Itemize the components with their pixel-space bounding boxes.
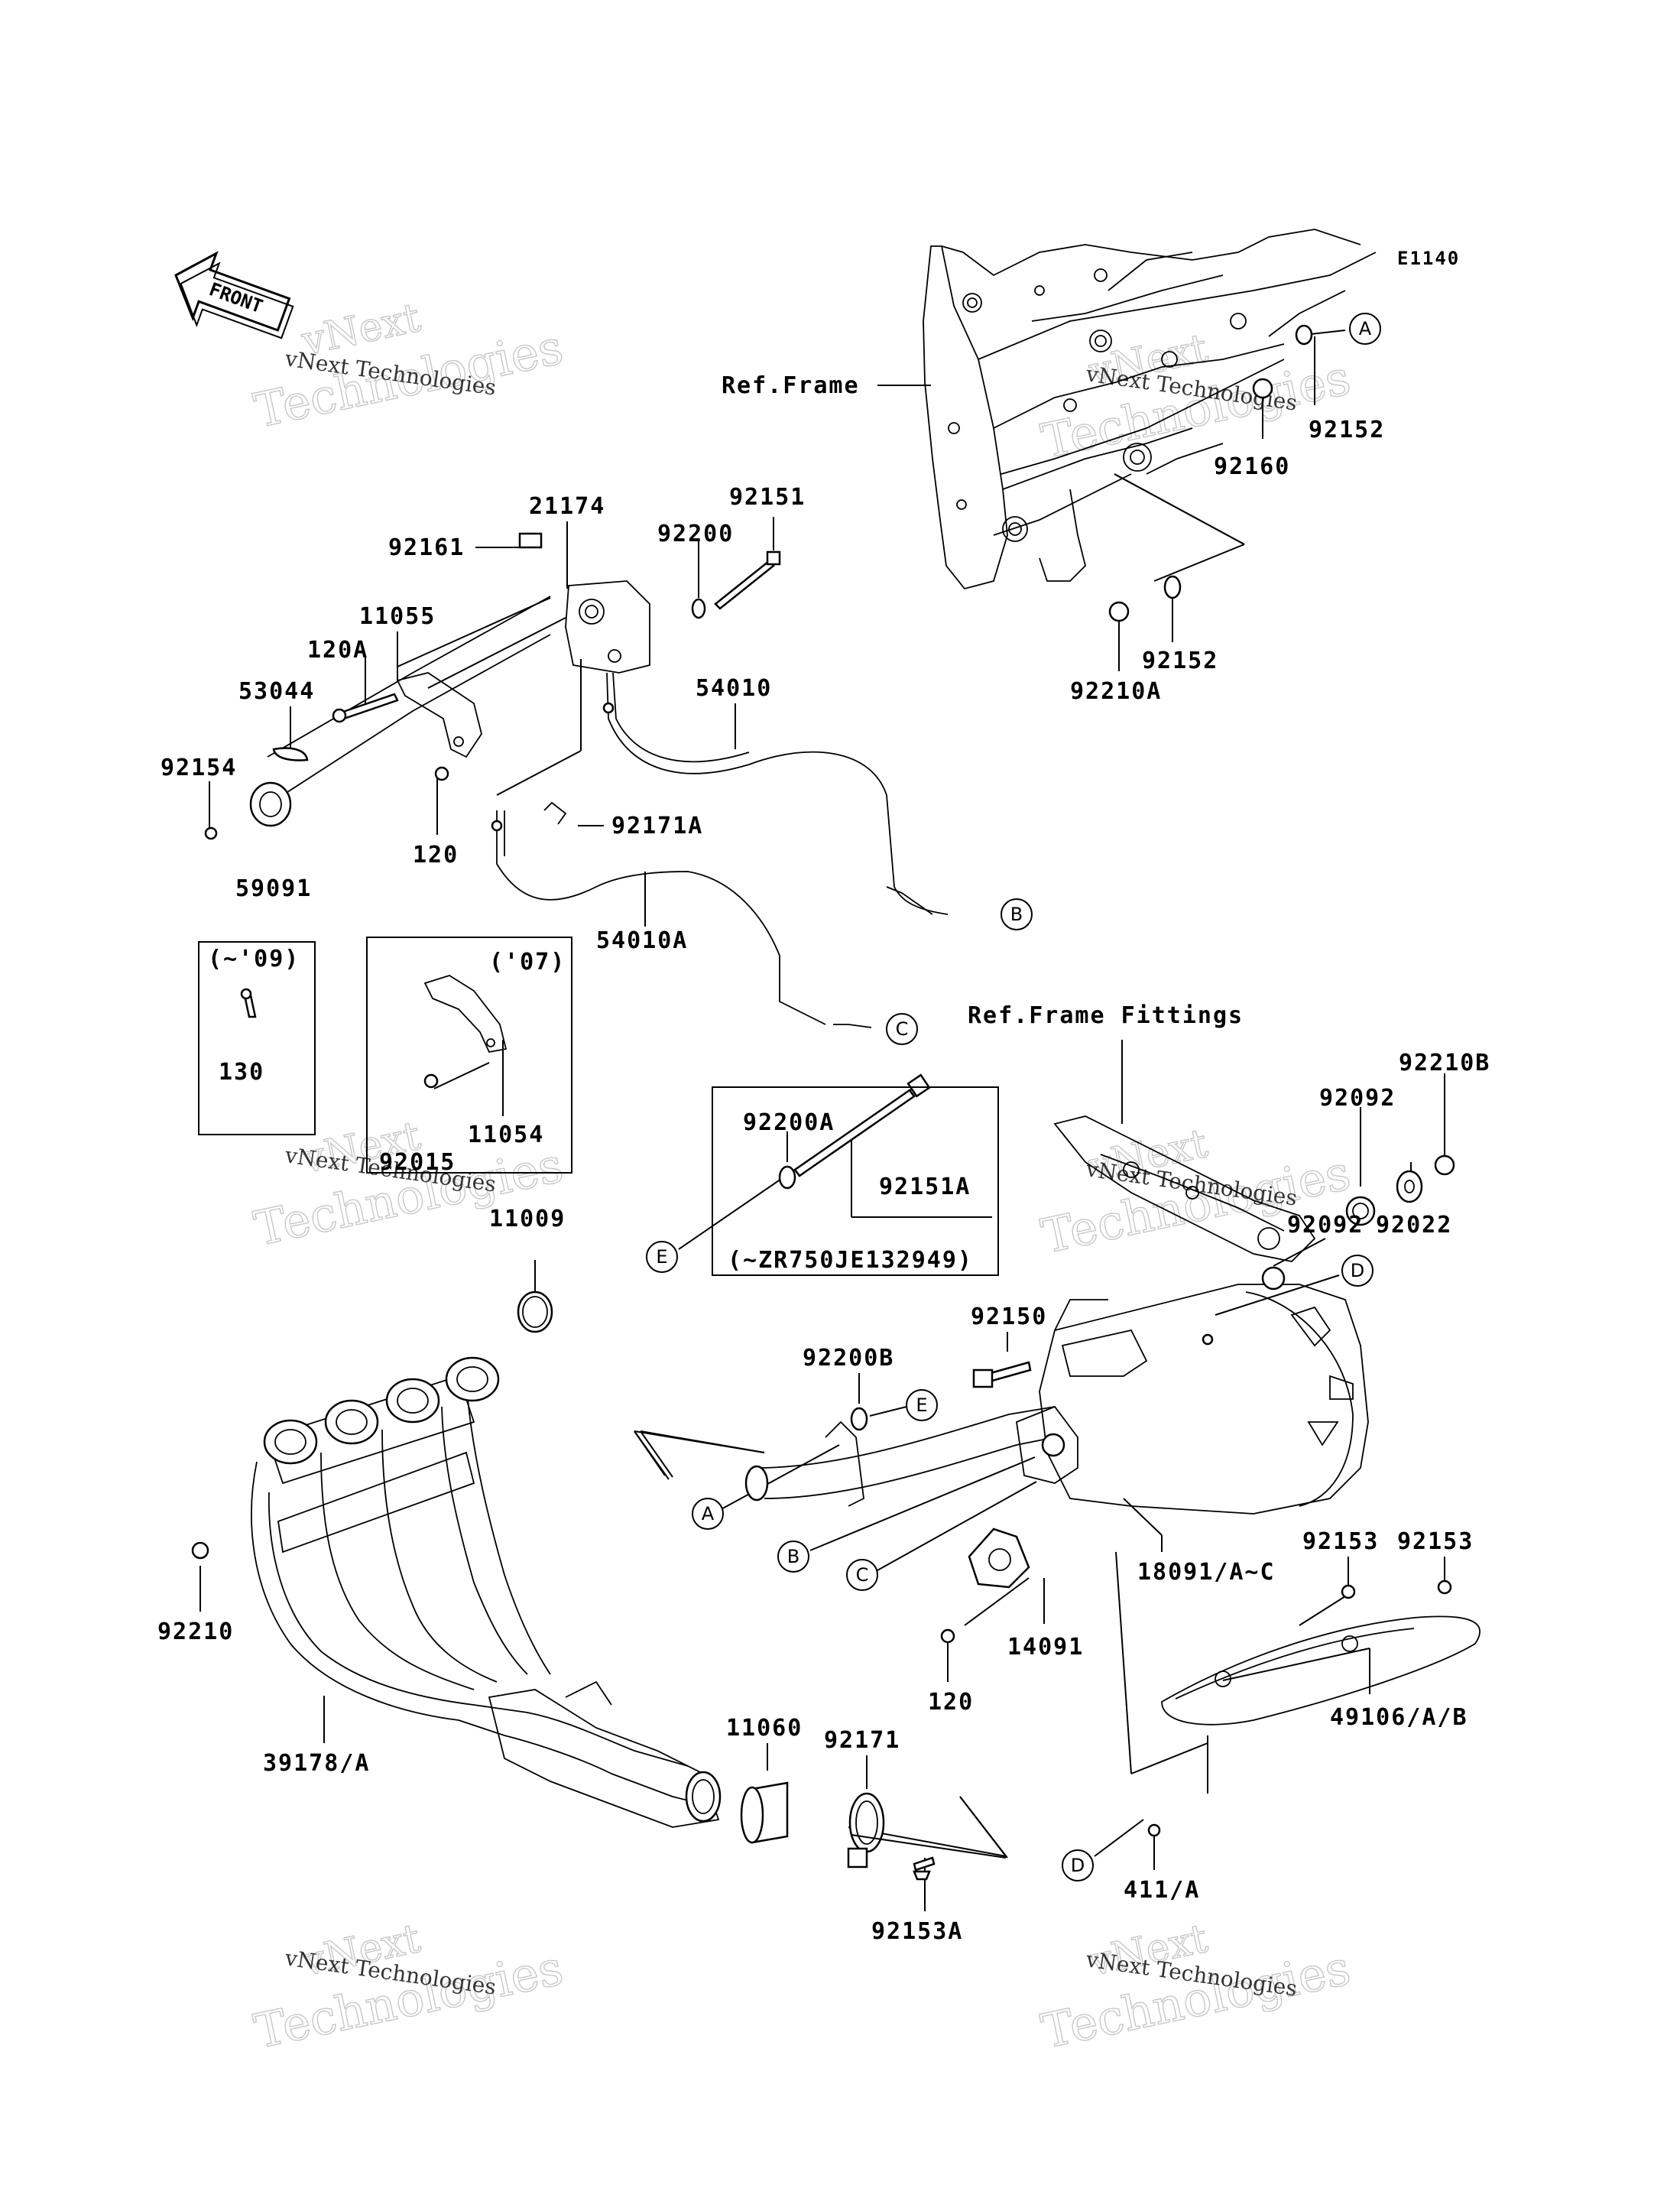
bolt-92150 xyxy=(972,1361,1032,1388)
label-11060: 11060 xyxy=(726,1715,803,1742)
label-92092: 92092 xyxy=(1287,1212,1364,1239)
label-92200b: 92200B xyxy=(803,1345,894,1372)
label-130: 130 xyxy=(219,1059,264,1086)
heat-shield-drawing xyxy=(1161,1580,1481,1726)
frame-fittings-drawing xyxy=(1053,1115,1316,1262)
callout-letter: C xyxy=(896,1018,909,1040)
callout-d-low: D xyxy=(1062,1849,1094,1881)
label-411: 411/A xyxy=(1124,1877,1200,1904)
label-92092: 92092 xyxy=(1319,1085,1396,1112)
callout-letter: D xyxy=(1351,1260,1364,1281)
label-92151: 92151 xyxy=(729,484,806,511)
label-120: 120 xyxy=(928,1689,974,1716)
note-box-09: (~'09) xyxy=(208,946,300,972)
callout-letter: B xyxy=(787,1546,799,1567)
label-92210b: 92210B xyxy=(1399,1050,1490,1076)
label-39178: 39178/A xyxy=(263,1750,370,1777)
label-54010: 54010 xyxy=(696,675,772,702)
fitting-hardware xyxy=(1261,1154,1455,1291)
bracket-11055 xyxy=(332,672,482,781)
muffler-drawing xyxy=(744,1284,1369,1515)
clamp-92171 xyxy=(847,1792,931,1881)
label-92015: 92015 xyxy=(379,1149,456,1176)
label-92160: 92160 xyxy=(1214,453,1290,480)
label-92152: 92152 xyxy=(1142,648,1218,674)
label-53044: 53044 xyxy=(238,678,315,705)
inset-box-09 xyxy=(198,941,316,1135)
label-92171: 92171 xyxy=(824,1727,900,1754)
callout-letter: C xyxy=(856,1564,869,1586)
actuator-21174 xyxy=(267,532,781,796)
gasket-11009 xyxy=(517,1291,553,1333)
inset-box-07 xyxy=(366,937,572,1174)
callout-letter: E xyxy=(656,1246,667,1268)
callout-letter: D xyxy=(1071,1855,1085,1876)
note-box-07: ('07) xyxy=(489,949,566,976)
label-49106: 49106/A/B xyxy=(1330,1704,1468,1731)
label-92151a: 92151A xyxy=(879,1174,971,1200)
label-92210: 92210 xyxy=(157,1618,234,1645)
inset-box-serial xyxy=(712,1086,999,1276)
bolt-92153a xyxy=(913,1856,936,1872)
exhaust-header-drawing xyxy=(191,1356,722,1828)
label-92171a: 92171A xyxy=(611,813,703,839)
label-92200a: 92200A xyxy=(743,1109,835,1136)
washer-92200b xyxy=(850,1407,868,1431)
label-92210a: 92210A xyxy=(1070,678,1162,705)
callout-b-top: B xyxy=(1001,898,1033,930)
callout-letter: A xyxy=(1359,318,1372,339)
label-18091: 18091/A~C xyxy=(1137,1559,1276,1586)
label-92153a: 92153A xyxy=(871,1918,963,1945)
label-92150: 92150 xyxy=(971,1304,1047,1330)
callout-letter: B xyxy=(1010,904,1023,925)
label-11009: 11009 xyxy=(489,1206,566,1232)
callout-e-low: E xyxy=(906,1389,938,1421)
label-92200: 92200 xyxy=(657,521,734,547)
label-21174: 21174 xyxy=(529,493,605,520)
callout-e-mid: E xyxy=(646,1241,678,1273)
label-92161: 92161 xyxy=(388,534,465,561)
frame-drawing xyxy=(923,229,1377,590)
bolt-92151a xyxy=(778,1073,931,1190)
diagram-code: E1140 xyxy=(1397,248,1460,269)
label-92154: 92154 xyxy=(161,755,237,781)
cables-drawing xyxy=(491,672,949,1028)
sleeve-11060 xyxy=(740,1781,789,1844)
pulley-59091 xyxy=(204,781,292,840)
label-ref-frame-fittings: Ref.Frame Fittings xyxy=(968,1002,1244,1029)
label-59091: 59091 xyxy=(235,875,312,902)
front-arrow-icon: FRONT xyxy=(174,251,294,339)
cover-14091 xyxy=(940,1528,1030,1644)
label-92153: 92153 xyxy=(1397,1528,1474,1555)
callout-letter: E xyxy=(916,1394,927,1416)
label-120a: 120A xyxy=(307,637,368,664)
washer-411 xyxy=(1147,1823,1161,1837)
callout-b-low: B xyxy=(777,1541,809,1573)
callout-a-top: A xyxy=(1349,313,1381,345)
callout-c-top: C xyxy=(886,1013,918,1045)
label-14091: 14091 xyxy=(1007,1634,1084,1661)
label-92152: 92152 xyxy=(1309,417,1385,443)
callout-letter: A xyxy=(702,1503,715,1524)
label-92153: 92153 xyxy=(1302,1528,1379,1555)
label-120: 120 xyxy=(413,842,459,868)
label-54010a: 54010A xyxy=(596,927,688,954)
label-92022: 92022 xyxy=(1376,1212,1452,1239)
callout-a-low: A xyxy=(692,1498,724,1530)
part-labels: Ref.Frame Ref.Frame Fittings 92152 92160… xyxy=(157,372,1490,1945)
note-serial: (~ZR750JE132949) xyxy=(728,1247,973,1274)
pad-53044 xyxy=(272,747,309,761)
pipe-triangle-lines xyxy=(634,1430,1008,1859)
callout-c-low: C xyxy=(846,1559,878,1591)
label-ref-frame: Ref.Frame xyxy=(722,372,860,399)
label-11054: 11054 xyxy=(468,1122,544,1148)
frame-hardware xyxy=(1108,324,1313,622)
callout-d-top: D xyxy=(1341,1255,1374,1287)
label-11055: 11055 xyxy=(359,603,436,630)
